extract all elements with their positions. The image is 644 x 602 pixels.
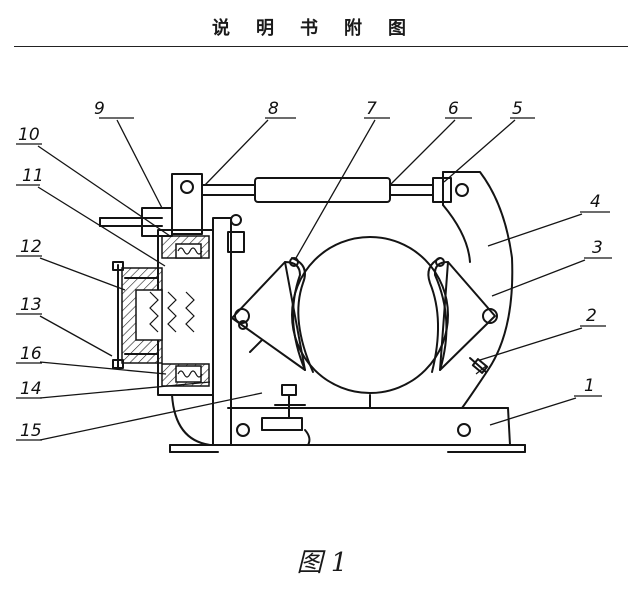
figure-caption: 图 1 bbox=[296, 548, 348, 578]
part-label-14: 14 bbox=[20, 379, 42, 399]
part-label-11: 11 bbox=[22, 166, 44, 186]
part-label-12: 12 bbox=[20, 237, 42, 257]
brake-drum bbox=[291, 236, 449, 409]
left-brake-shoe bbox=[231, 257, 314, 373]
part-label-3: 3 bbox=[592, 238, 603, 258]
right-brake-arm bbox=[442, 171, 514, 409]
push-rod-assembly bbox=[99, 173, 469, 237]
part-label-9: 9 bbox=[94, 99, 105, 119]
part-label-6: 6 bbox=[448, 99, 459, 119]
right-brake-shoe bbox=[427, 257, 498, 373]
part-label-8: 8 bbox=[268, 99, 279, 119]
part-label-1: 1 bbox=[584, 376, 595, 396]
part-label-15: 15 bbox=[20, 421, 42, 441]
page-header-title: 说明书附图 bbox=[212, 18, 432, 39]
part-label-5: 5 bbox=[512, 99, 523, 119]
part-label-7: 7 bbox=[366, 99, 377, 119]
electromagnet-housing bbox=[112, 229, 214, 396]
part-label-4: 4 bbox=[590, 192, 601, 212]
base-adjuster bbox=[261, 384, 306, 431]
part-label-2: 2 bbox=[586, 306, 597, 326]
header-rule bbox=[14, 46, 628, 47]
leader-lines bbox=[16, 117, 612, 441]
part-label-13: 13 bbox=[20, 295, 42, 315]
adjusting-bolt bbox=[469, 357, 489, 375]
part-label-16: 16 bbox=[20, 344, 42, 364]
part-label-10: 10 bbox=[18, 125, 40, 145]
